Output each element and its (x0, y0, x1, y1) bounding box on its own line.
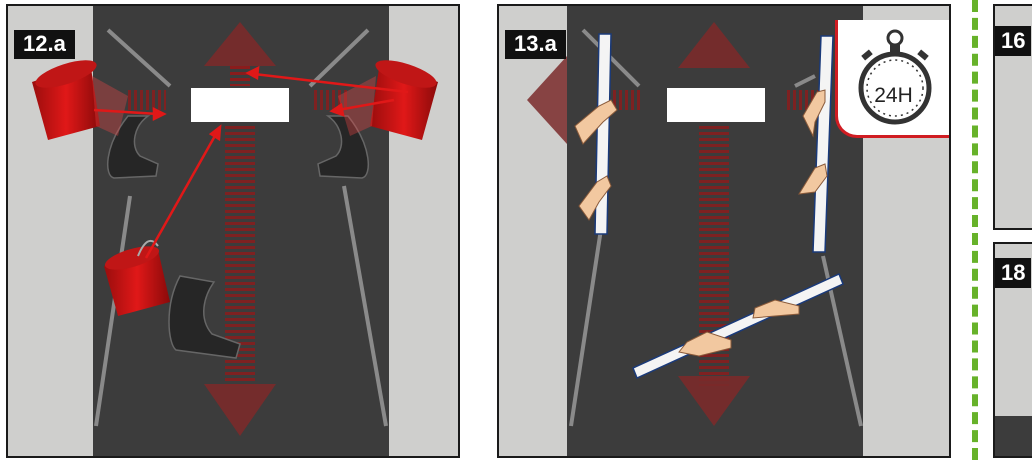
pour-direction-arrows (93, 65, 409, 259)
step-label-12a: 12.a (14, 30, 75, 59)
trowel-bottom-icon (168, 275, 241, 359)
bucket-left-icon (32, 60, 128, 140)
profile-top-right (308, 28, 370, 88)
step-panel-18: 18 (993, 242, 1032, 458)
profile-left (569, 215, 605, 427)
drying-time-text: 24H (874, 84, 913, 107)
profile-right (342, 185, 388, 427)
up-arrow-icon (678, 22, 750, 68)
trowel-left-icon (107, 115, 159, 179)
step-panel-13a: 13.a 24H (497, 4, 951, 458)
floor-surface (995, 416, 1032, 456)
left-guide-stripes (128, 90, 166, 110)
down-arrow-icon (678, 376, 750, 426)
step-panel-12a: 12.a (6, 4, 460, 458)
step-panel-16: 16 (993, 4, 1032, 230)
down-arrow-icon (204, 384, 276, 436)
step-label-13a: 13.a (505, 30, 566, 59)
up-arrow-stripes (230, 66, 250, 86)
hand-icons (574, 89, 828, 357)
white-block (667, 88, 765, 122)
step-12a-illustration (8, 6, 458, 456)
up-arrow-icon (204, 22, 276, 66)
section-divider (972, 0, 978, 460)
profile-left (94, 195, 132, 427)
stopwatch-icon (858, 29, 932, 125)
bucket-bottom-icon (104, 239, 170, 316)
step-label-18: 18 (995, 258, 1032, 288)
step-label-16: 16 (995, 26, 1032, 56)
drying-time-badge: 24H (835, 20, 949, 138)
profile-top-left (106, 28, 172, 88)
white-block (191, 88, 289, 122)
profile-top-right (794, 74, 816, 88)
trowel-right-icon (317, 115, 369, 179)
left-arrow-icon (527, 56, 567, 144)
